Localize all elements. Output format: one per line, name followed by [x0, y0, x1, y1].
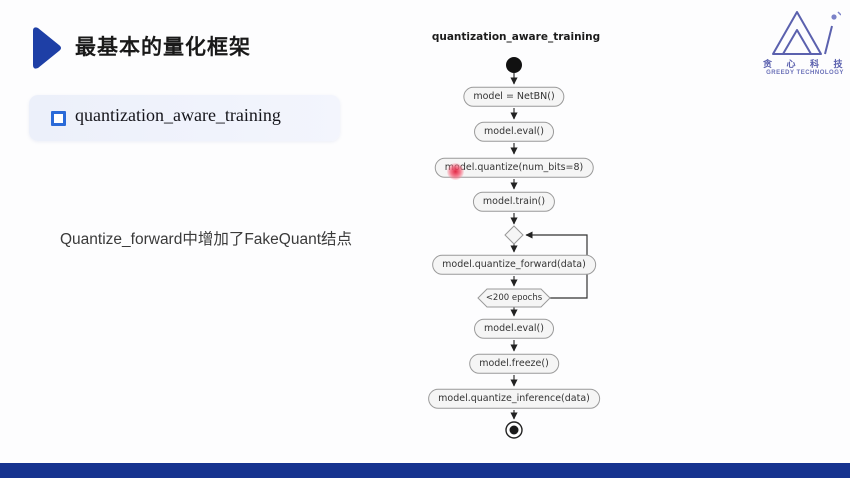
bullet-card: quantization_aware_training — [29, 95, 340, 141]
activity-quantize-forward: model.quantize_forward(data) — [432, 254, 596, 276]
activity-eval-1: model.eval() — [474, 121, 554, 143]
bottom-accent-bar — [0, 463, 850, 478]
start-node — [506, 57, 522, 73]
activity-train: model.train() — [472, 191, 556, 213]
activity-net-bn: model = NetBN() — [463, 86, 565, 108]
decision-diamond — [504, 225, 524, 245]
square-bullet-icon — [51, 111, 66, 126]
brand-logo: 贪 心 科 技 GREEDY TECHNOLOGY — [763, 8, 847, 82]
activity-eval-2: model.eval() — [474, 318, 554, 340]
slide-title: 最基本的量化框架 — [75, 36, 251, 59]
bullet-label: quantization_aware_training — [75, 105, 281, 125]
note-text: Quantize_forward中增加了FakeQuant结点 — [60, 231, 353, 248]
activity-freeze: model.freeze() — [469, 353, 559, 375]
brand-name-en: GREEDY TECHNOLOGY — [766, 70, 844, 76]
condition-hexagon — [477, 288, 551, 308]
activity-quantize-inference: model.quantize_inference(data) — [428, 388, 600, 410]
brand-name-cn: 贪 心 科 技 — [763, 59, 849, 69]
loop-condition-label: <200 epochs — [485, 293, 543, 303]
play-triangle-icon — [33, 27, 61, 69]
diagram-title: quantization_aware_training — [431, 31, 601, 43]
activity-diagram: quantization_aware_training — [428, 25, 610, 445]
greedy-ai-logo-icon — [772, 11, 841, 55]
end-node-core — [509, 425, 519, 435]
activity-quantize: model.quantize(num_bits=8) — [434, 157, 594, 179]
laser-pointer-dot — [447, 163, 464, 180]
